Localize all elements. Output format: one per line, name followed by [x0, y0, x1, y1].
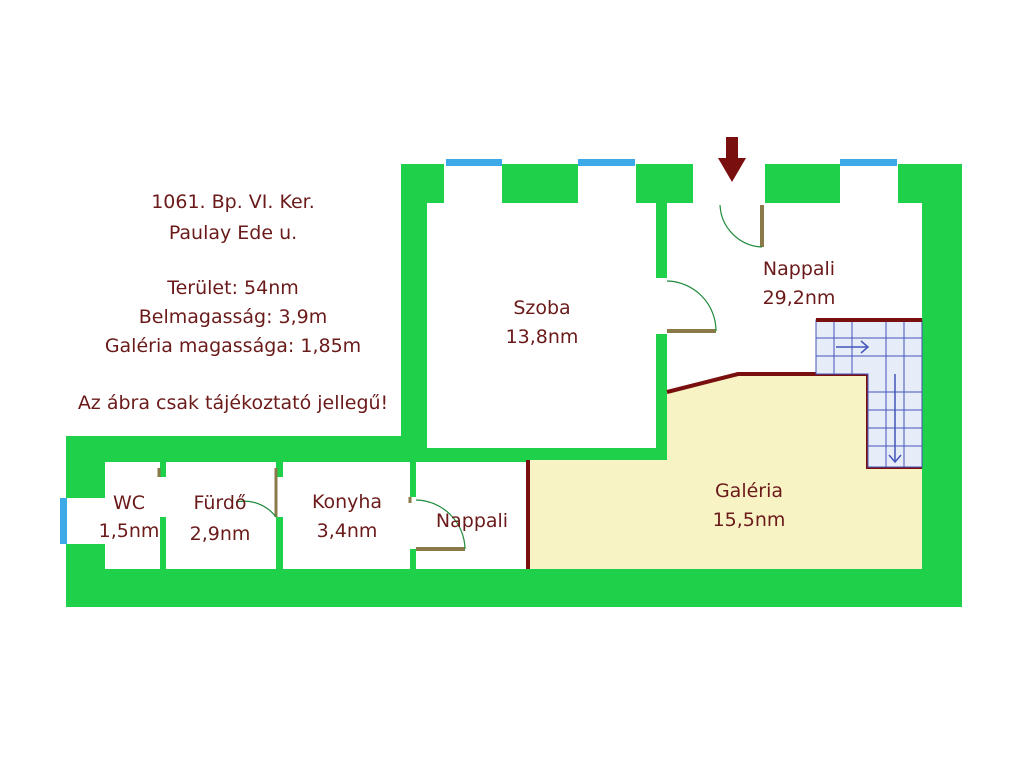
szoba-area: 13,8nm	[506, 326, 579, 348]
window-reveal-3	[840, 164, 898, 204]
info-block: 1061. Bp. VI. Ker. Paulay Ede u. Terület…	[78, 191, 388, 414]
nappali-area: 29,2nm	[763, 287, 836, 309]
furdo-door-swing	[235, 500, 277, 518]
furdo-label: Fürdő	[193, 492, 246, 514]
nappali-label: Nappali	[763, 258, 835, 280]
window-top-1	[446, 159, 502, 166]
staircase	[815, 318, 923, 468]
window-reveal-2	[578, 164, 636, 204]
wc-label: WC	[113, 492, 145, 514]
furdo-door-opening	[275, 477, 284, 517]
stair-grid	[816, 320, 922, 467]
window-left-wc	[60, 498, 67, 544]
szoba-door-opening	[655, 278, 668, 334]
ceiling-height-text: Belmagasság: 3,9m	[139, 306, 328, 328]
wc-area: 1,5nm	[99, 520, 160, 542]
nappali-lower-label: Nappali	[436, 510, 508, 532]
konyha-label: Konyha	[312, 491, 382, 513]
address-line-2: Paulay Ede u.	[169, 222, 297, 244]
window-top-3	[840, 159, 897, 166]
doors	[157, 204, 764, 551]
room-labels: Szoba 13,8nm Nappali 29,2nm Galéria 15,5…	[99, 258, 836, 545]
stair-direction-arrow	[836, 340, 902, 464]
entrance-door-swing	[719, 204, 763, 248]
konyha-door-swing	[415, 499, 466, 550]
address-line-1: 1061. Bp. VI. Ker.	[151, 191, 315, 213]
nappali-lower-room	[416, 462, 528, 569]
konyha-door-opening	[409, 497, 417, 549]
szoba-label: Szoba	[513, 297, 570, 319]
galeria-area: 15,5nm	[713, 509, 786, 531]
konyha-room	[283, 462, 410, 569]
entrance-arrow-icon	[718, 137, 746, 182]
disclaimer-text: Az ábra csak tájékoztató jellegű!	[78, 392, 388, 414]
furdo-room	[166, 462, 276, 569]
wc-door-opening	[159, 477, 167, 517]
wc-room	[105, 462, 160, 569]
szoba-room	[427, 203, 656, 448]
furdo-area: 2,9nm	[190, 523, 251, 545]
window-top-2	[578, 159, 635, 166]
galeria-label: Galéria	[715, 480, 783, 502]
szoba-door-swing	[666, 280, 717, 332]
windows	[60, 159, 897, 544]
gallery-height-text: Galéria magassága: 1,85m	[105, 335, 361, 357]
area-text: Terület: 54nm	[166, 277, 299, 299]
window-reveal-1	[444, 164, 502, 204]
wc-window-reveal	[66, 498, 106, 544]
galeria-area	[528, 374, 922, 569]
konyha-area: 3,4nm	[317, 520, 378, 542]
